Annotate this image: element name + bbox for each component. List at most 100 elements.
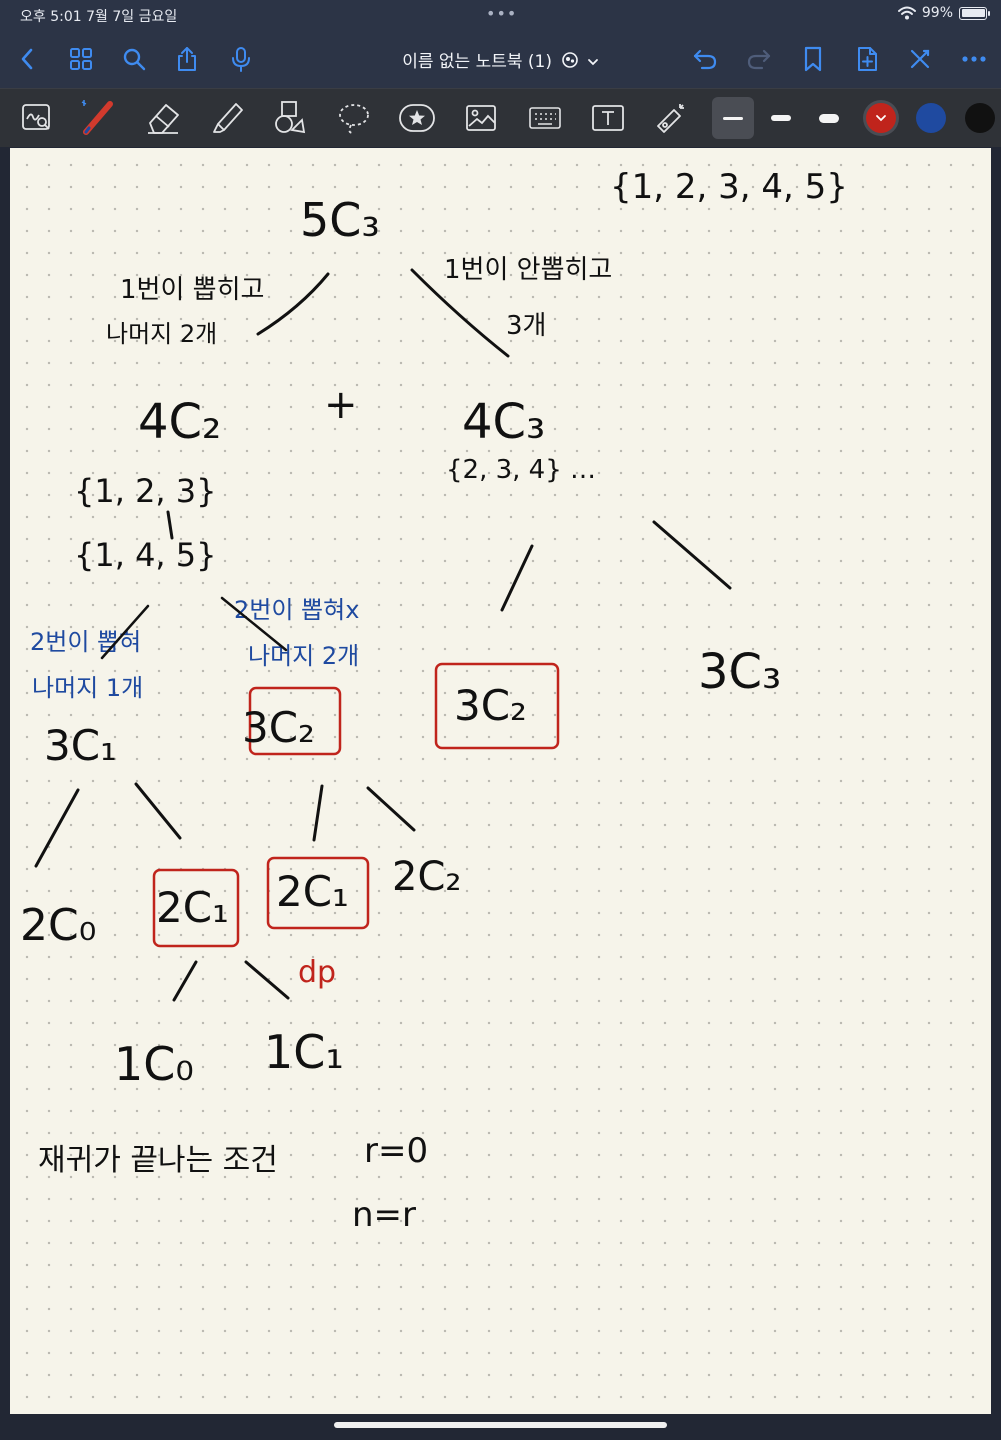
bookmark-icon [804,46,822,72]
battery-percent: 99% [921,5,953,21]
share-button[interactable] [172,44,202,74]
search-icon [123,48,146,71]
note-text-4c3: 4C₃ [462,394,545,450]
wifi-icon [897,6,916,20]
note-text-left-branch-2: 나머지 2개 [106,320,217,348]
stroke-medium[interactable] [760,97,802,139]
note-page[interactable]: 5C₃ {1, 2, 3, 4, 5} 1번이 뽑히고 나머지 2개 1번이 안… [10,148,991,1414]
shapes-icon [275,101,306,134]
note-red-text-dp: dp [298,955,336,990]
status-right: 99% [897,5,990,21]
shape-tool[interactable] [268,97,312,139]
note-text-2c0: 2C₀ [20,900,96,951]
note-text-1c0: 1C₀ [114,1037,194,1091]
lasso-icon [339,104,369,134]
undo-button[interactable] [690,44,720,74]
text-box-icon [592,105,624,131]
chevron-down-icon[interactable] [587,52,599,72]
star-sticker-icon [399,104,435,132]
note-text-3c2-left: 3C₂ [242,703,315,752]
note-text-set-12345: {1, 2, 3, 4, 5} [610,167,848,207]
back-icon [21,48,33,70]
more-icon [962,56,986,62]
note-text-4c2: 4C₂ [138,394,221,450]
tree-line [312,784,324,842]
highlighter-icon [213,103,243,133]
image-tool[interactable] [459,97,503,139]
tree-line [34,788,80,868]
multitasking-dots[interactable]: ••• [486,4,518,23]
lasso-tool[interactable] [332,97,376,139]
note-text-2c2: 2C₂ [392,854,461,900]
note-text-1c1: 1C₁ [264,1025,344,1079]
note-blue-text-4: 나머지 2개 [248,642,359,670]
note-text-base-case: 재귀가 끝나는 조건 [38,1143,278,1178]
pen-icon [81,100,113,135]
tree-line [410,268,510,358]
chevron-down-icon [876,115,886,122]
search-button[interactable] [119,44,149,74]
undo-icon [693,49,717,70]
share-icon [178,47,196,71]
red-box-3c2-left [248,686,342,756]
note-blue-text-3: 2번이 뽑혀x [234,596,359,624]
note-text-r-equals-0: r=0 [364,1131,428,1171]
note-text-left-branch-1: 1번이 뽑히고 [120,275,264,305]
stroke-thin[interactable] [712,97,754,139]
laser-pointer-icon [657,104,684,133]
color-swatch-red[interactable] [866,103,896,133]
keyboard-tool[interactable] [523,97,567,139]
battery-icon [959,6,990,20]
note-text-n-equals-r: n=r [352,1195,416,1235]
note-text-set-123: {1, 2, 3} [74,472,216,510]
grid-button[interactable] [66,44,96,74]
note-text-5c3: 5C₃ [300,193,380,247]
tree-line [134,782,182,840]
image-icon [466,105,496,131]
note-blue-text-2: 나머지 1개 [32,674,143,702]
redo-icon [747,49,771,70]
note-text-right-branch-1: 1번이 안뽑히고 [444,255,612,285]
tree-line [256,272,330,336]
mic-button[interactable] [226,44,256,74]
note-text-set-145: {1, 4, 5} [74,536,216,574]
text-box-tool[interactable] [586,97,630,139]
note-text-3c2-right: 3C₂ [454,681,527,730]
pen-tool[interactable] [76,97,120,139]
note-text-plus: + [324,382,358,428]
note-text-3c1: 3C₁ [44,721,117,770]
notebook-title-text[interactable]: 이름 없는 노트북 (1) [402,52,552,72]
status-time-date: 오후 5:01 7월 7일 금요일 [20,9,178,25]
highlighter-tool[interactable] [205,97,249,139]
tree-line [166,510,174,540]
handwritten-notes: 5C₃ {1, 2, 3, 4, 5} 1번이 뽑히고 나머지 2개 1번이 안… [20,167,848,1235]
tree-line [244,960,290,1000]
tree-line [100,604,150,660]
red-box-3c2-right [434,662,560,750]
grid-icon [70,48,92,70]
tree-line [652,520,732,590]
redo-button[interactable] [744,44,774,74]
collaborate-icon[interactable] [561,51,579,73]
mic-icon [232,47,250,72]
close-tools-button[interactable] [905,44,935,74]
back-button[interactable] [12,44,42,74]
zoom-window-icon [22,104,50,130]
eraser-tool[interactable] [141,97,185,139]
sticker-tool[interactable] [395,97,439,139]
handwriting-zoom-tool[interactable] [15,97,59,139]
stroke-thin-sample [723,116,743,120]
laser-pointer-tool[interactable] [648,97,692,139]
stroke-thick[interactable] [808,97,850,139]
note-text-2c1-left: 2C₁ [156,883,229,932]
bookmark-button[interactable] [798,44,828,74]
notebook-title: 이름 없는 노트북 (1) [0,47,1001,73]
note-text-right-branch-2: 3개 [506,311,546,341]
add-page-button[interactable] [852,44,882,74]
color-swatch-black[interactable] [965,103,995,133]
home-indicator[interactable] [334,1422,667,1428]
nav-bar: 이름 없는 노트북 (1) [0,30,1001,88]
more-button[interactable] [959,44,989,74]
tree-line [366,786,416,832]
color-swatch-blue[interactable] [916,103,946,133]
